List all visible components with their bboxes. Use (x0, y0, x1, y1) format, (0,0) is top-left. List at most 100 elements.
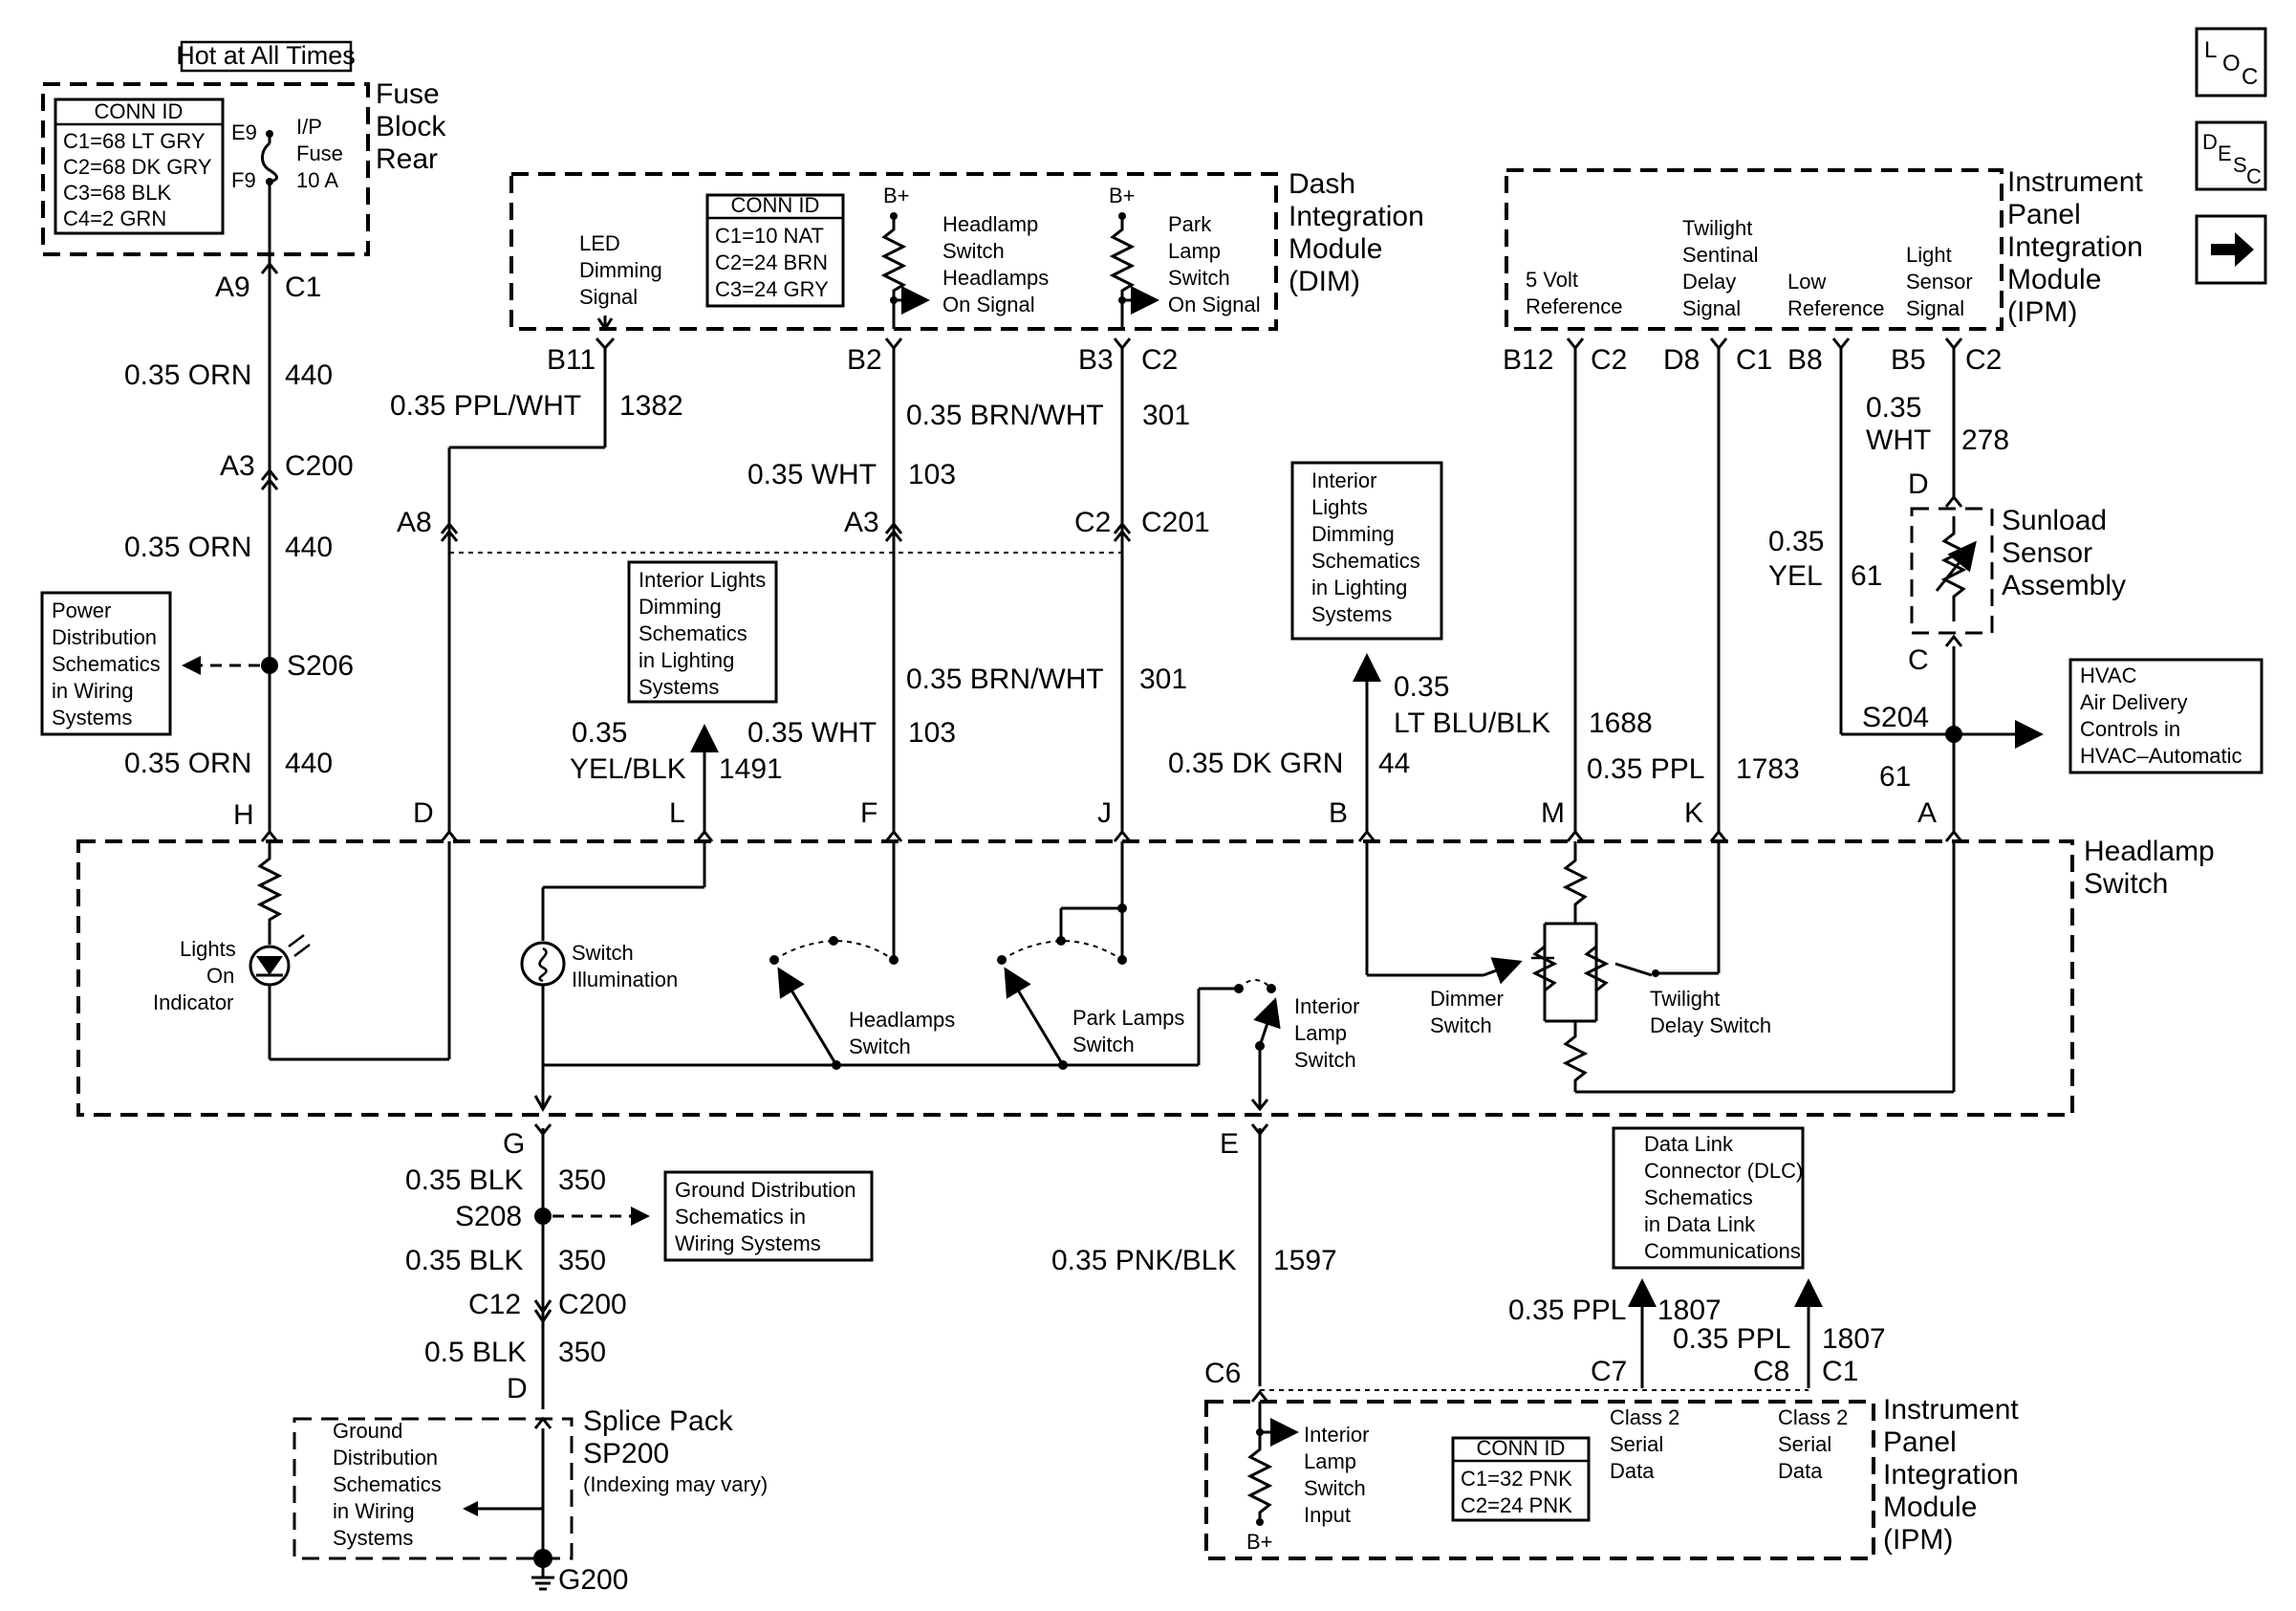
svg-text:Communications: Communications (1644, 1239, 1801, 1263)
svg-text:in Wiring: in Wiring (52, 679, 134, 703)
svg-text:D: D (507, 1373, 528, 1404)
svg-text:Instrument: Instrument (1883, 1394, 2019, 1426)
conn-entry: C4=2 GRN (63, 207, 166, 230)
svg-text:Sunload: Sunload (2002, 505, 2107, 536)
svg-text:B8: B8 (1787, 344, 1823, 376)
dlc-ref[interactable]: Data Link Connector (DLC) Schematics in … (1612, 1126, 1805, 1270)
conn-entry: C1=68 LT GRY (63, 129, 206, 153)
svg-text:Ground: Ground (333, 1419, 402, 1443)
svg-text:Ground Distribution: Ground Distribution (675, 1178, 856, 1202)
circuit-350: G 0.35 BLK 350 S208 0.35 BLK 350 C12 C20… (405, 1095, 650, 1409)
svg-text:A8: A8 (397, 507, 432, 538)
svg-text:C12: C12 (468, 1289, 521, 1320)
svg-text:C: C (2242, 64, 2258, 90)
svg-text:Distribution: Distribution (333, 1446, 438, 1469)
interior-lights-dimming-ref-right[interactable]: Interior Lights Dimming Schematics in Li… (1290, 461, 1443, 641)
svg-text:1807: 1807 (1822, 1323, 1886, 1355)
svg-text:C2: C2 (1074, 507, 1111, 538)
svg-text:Lamp: Lamp (1294, 1021, 1347, 1045)
svg-text:C8: C8 (1753, 1356, 1789, 1387)
svg-text:Dimming: Dimming (1311, 522, 1395, 546)
svg-text:Twilight: Twilight (1650, 987, 1720, 1011)
svg-text:Rear: Rear (376, 143, 438, 175)
svg-text:103: 103 (908, 459, 956, 490)
ground-distribution-ref[interactable]: Ground Distribution Schematics in Wiring… (663, 1170, 874, 1262)
svg-text:B: B (1329, 797, 1348, 829)
hvac-ref[interactable]: HVAC Air Delivery Controls in HVAC–Autom… (2069, 658, 2264, 774)
svg-text:C201: C201 (1141, 507, 1210, 538)
svg-text:0.35 PPL/WHT: 0.35 PPL/WHT (390, 390, 581, 422)
desc-button[interactable]: D E S C (2195, 120, 2267, 191)
circuit-1491: 0.35 YEL/BLK 1491 L (570, 717, 783, 832)
svg-text:D: D (1908, 468, 1929, 500)
svg-text:I/P: I/P (296, 115, 322, 139)
svg-text:0.35 PPL: 0.35 PPL (1587, 753, 1704, 785)
interior-lights-dimming-ref-left[interactable]: Interior Lights Dimming Schematics in Li… (627, 560, 778, 704)
svg-text:0.35 BLK: 0.35 BLK (405, 1165, 523, 1196)
svg-text:0.35 PNK/BLK: 0.35 PNK/BLK (1051, 1245, 1236, 1276)
svg-text:C3=24 GRY: C3=24 GRY (715, 277, 829, 301)
svg-text:Lights: Lights (180, 937, 236, 961)
svg-text:440: 440 (285, 532, 333, 563)
conn-entry: C3=68 BLK (63, 181, 171, 205)
svg-text:CONN ID: CONN ID (1477, 1436, 1566, 1460)
svg-text:B+: B+ (1246, 1530, 1273, 1554)
svg-text:301: 301 (1142, 400, 1190, 431)
svg-text:WHT: WHT (1866, 425, 1931, 456)
svg-text:B2: B2 (847, 344, 882, 376)
svg-text:Interior: Interior (1311, 468, 1376, 492)
svg-text:E: E (2218, 142, 2232, 165)
splice-s204 (1945, 726, 1962, 743)
svg-text:Interior Lights: Interior Lights (639, 568, 766, 592)
svg-text:Lamp: Lamp (1304, 1449, 1356, 1473)
svg-text:SP200: SP200 (583, 1438, 669, 1469)
svg-text:in Lighting: in Lighting (639, 648, 734, 672)
dim-title: Dash (1289, 168, 1355, 200)
circuit-278: B8 B5 C2 0.35 WHT 278 D 0.35 YEL 61 C S2… (1768, 337, 2044, 832)
svg-text:Class 2: Class 2 (1610, 1405, 1679, 1429)
svg-text:C: C (1908, 644, 1929, 676)
loc-button[interactable]: L O C (2195, 27, 2267, 98)
sunload-sensor-assembly: Sunload Sensor Assembly (1910, 494, 2126, 647)
svg-text:A3: A3 (220, 450, 255, 482)
svg-text:Switch: Switch (572, 941, 634, 965)
svg-text:B3: B3 (1078, 344, 1114, 376)
svg-text:Assembly: Assembly (2002, 570, 2126, 601)
svg-text:Dimming: Dimming (579, 258, 662, 282)
svg-text:Fuse: Fuse (296, 142, 343, 165)
power-distribution-ref[interactable]: Power Distribution Schematics in Wiring … (40, 591, 172, 736)
svg-text:Park: Park (1168, 212, 1212, 236)
svg-text:C7: C7 (1591, 1356, 1627, 1387)
svg-text:Schematics: Schematics (1311, 549, 1420, 573)
circuit-1597: E 0.35 PNK/BLK 1597 C6 (1051, 1099, 1337, 1389)
svg-text:0.35: 0.35 (1394, 671, 1449, 703)
svg-text:HVAC: HVAC (2080, 664, 2137, 687)
svg-text:Reference: Reference (1787, 296, 1885, 320)
svg-text:0.35 WHT: 0.35 WHT (747, 459, 877, 490)
svg-text:C: C (2246, 164, 2262, 188)
svg-text:Illumination: Illumination (572, 968, 678, 991)
svg-text:Air Delivery: Air Delivery (2080, 690, 2187, 714)
svg-text:Switch: Switch (849, 1034, 911, 1058)
svg-text:in Data Link: in Data Link (1644, 1212, 1756, 1236)
svg-text:B+: B+ (1109, 184, 1136, 207)
svg-text:Connector (DLC): Connector (DLC) (1644, 1159, 1803, 1183)
dash-integration-module: Dash Integration Module (DIM) CONN ID C1… (509, 168, 1424, 331)
svg-text:Headlamp: Headlamp (942, 212, 1038, 236)
svg-text:350: 350 (558, 1165, 606, 1196)
svg-text:Data: Data (1778, 1459, 1823, 1483)
svg-text:5 Volt: 5 Volt (1526, 268, 1578, 292)
svg-text:Sensor: Sensor (1906, 270, 1973, 294)
fuse-block-title: Fuse (376, 78, 440, 110)
svg-text:HVAC–Automatic: HVAC–Automatic (2080, 744, 2242, 768)
svg-text:Light: Light (1906, 243, 1952, 267)
next-page-button[interactable] (2195, 214, 2267, 285)
svg-text:1382: 1382 (619, 390, 683, 422)
svg-text:C1: C1 (285, 272, 321, 303)
svg-text:0.35 PPL: 0.35 PPL (1508, 1295, 1626, 1326)
svg-text:Class 2: Class 2 (1778, 1405, 1848, 1429)
svg-text:1783: 1783 (1736, 753, 1800, 785)
svg-text:S208: S208 (455, 1201, 522, 1232)
svg-text:C1=32 PNK: C1=32 PNK (1461, 1467, 1572, 1491)
svg-text:278: 278 (1961, 425, 2009, 456)
